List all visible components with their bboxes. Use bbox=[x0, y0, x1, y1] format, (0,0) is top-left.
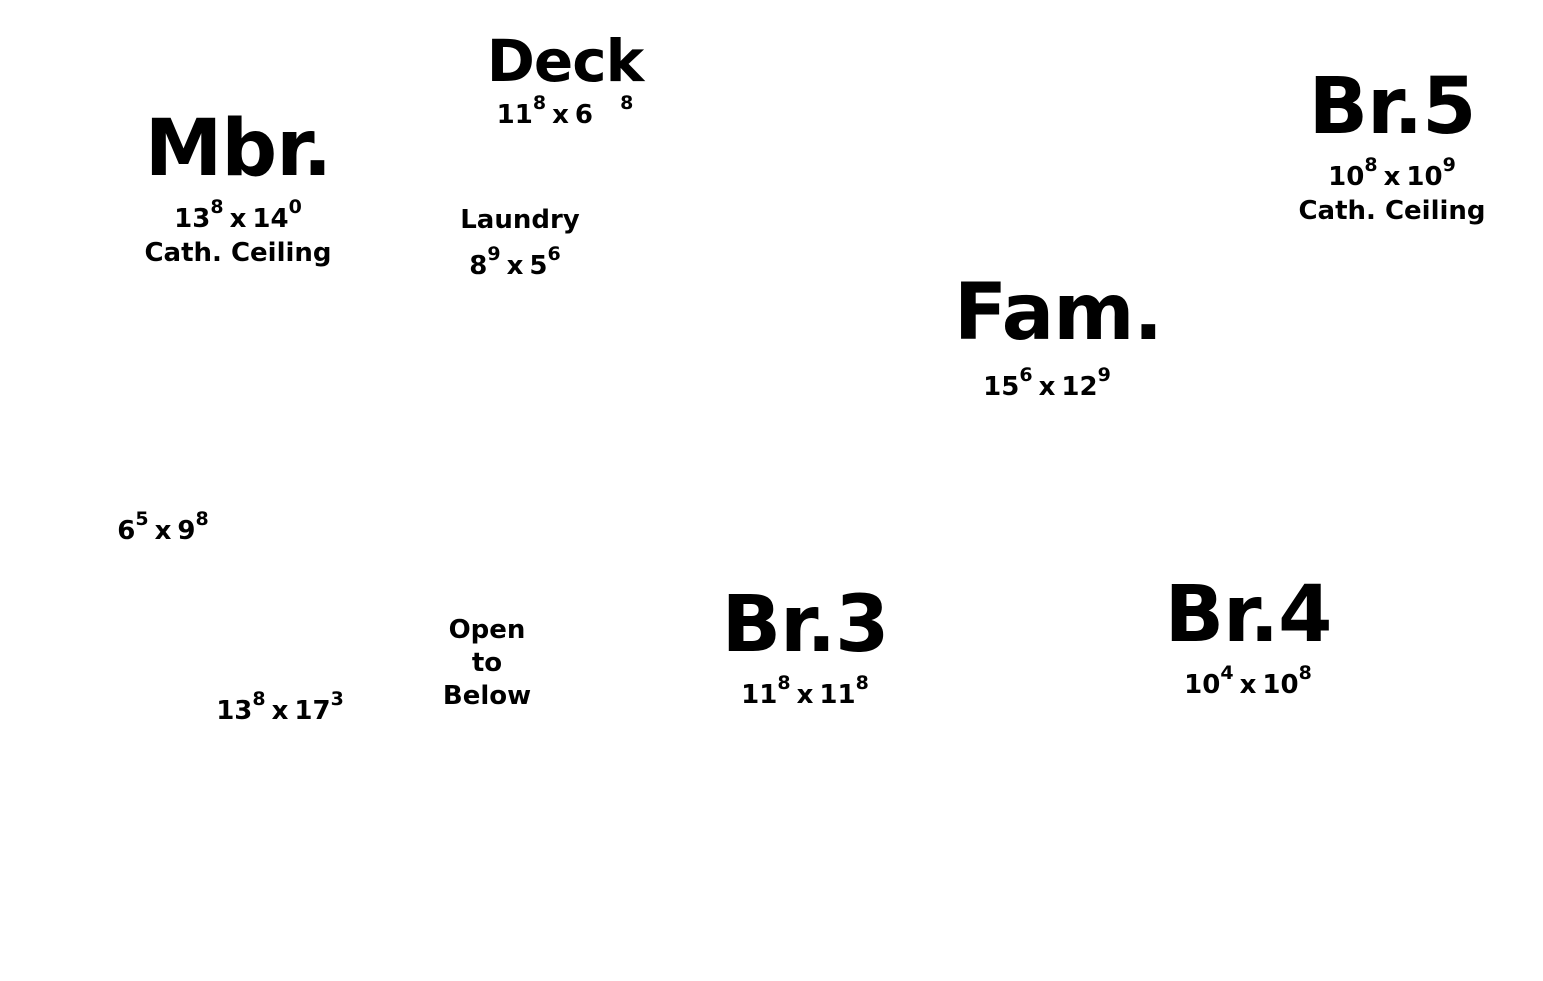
room-name: Br.4 bbox=[1164, 570, 1333, 660]
open-to-below-label: Open to Below bbox=[442, 615, 532, 711]
room-name: Deck bbox=[486, 27, 644, 95]
room-name: Fam. bbox=[953, 268, 1163, 358]
room-name: Br.5 bbox=[1308, 62, 1477, 152]
room-name: Br.3 bbox=[721, 580, 890, 670]
room-note: Cath. Ceiling bbox=[1298, 196, 1486, 226]
room-note: Cath. Ceiling bbox=[144, 238, 332, 268]
room-name: Mbr. bbox=[144, 104, 332, 194]
room-name: Laundry bbox=[460, 205, 580, 235]
